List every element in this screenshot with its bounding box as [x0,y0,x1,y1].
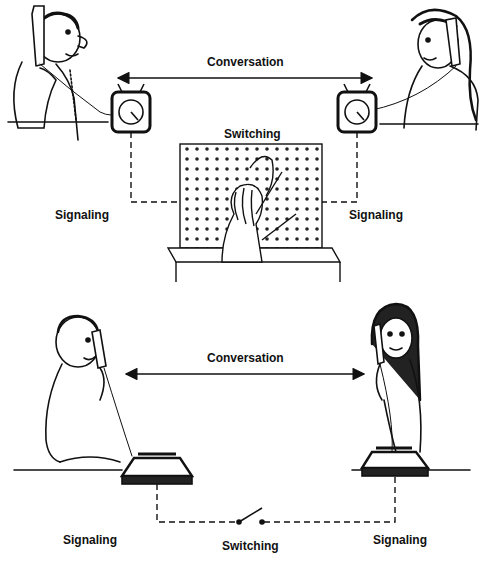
phone-cord [380,364,392,452]
handset [32,6,44,66]
conversation-arrow [126,373,364,375]
hair [372,304,420,400]
caller-figure [8,6,118,140]
text-label: Signaling [371,533,429,547]
text-label: Switching [222,127,283,141]
handset [92,330,106,368]
bells [344,84,370,92]
switchboard [168,144,340,282]
switch-contact [259,519,265,525]
caller-figure [14,316,132,470]
hair [412,10,476,120]
text-label: Conversation [205,351,286,365]
phone-case [338,92,376,132]
bells [118,84,144,92]
hair [40,13,78,28]
cradle [376,447,412,450]
mouth [84,356,96,360]
phone-foot [362,468,428,476]
desk-telephone [122,454,192,484]
arm [100,368,104,400]
eye [86,338,90,342]
eye [388,332,392,336]
phone-cord [40,64,118,115]
mouth [390,348,402,350]
arm [450,66,478,130]
signaling-line [157,484,236,522]
text-label: Signaling [53,208,111,222]
mouth [424,58,436,60]
rotary-dial [119,100,143,124]
table-edge [8,121,108,123]
nose [78,36,87,48]
dial-finger [131,112,138,120]
rotary-dial [345,100,369,124]
operator-arm [262,214,296,240]
table-edge [14,469,122,471]
callee-figure [352,304,470,470]
body-line [384,400,396,452]
phone-cord [104,368,132,456]
operator-hair [234,188,254,226]
signaling-line [131,132,180,202]
body-line [410,360,421,452]
phone-base [362,452,428,468]
tie [70,70,76,120]
text-label: Signaling [61,533,119,547]
dial-finger [357,112,364,120]
operator-arm [256,172,282,214]
desk-telephone [362,448,428,476]
phone-case [112,92,150,132]
signaling-line [322,132,357,202]
eye [400,332,404,336]
hand [60,457,120,462]
eye [426,38,430,42]
text-label: Switching [220,539,281,553]
phone-base [122,458,192,476]
desk-legs [176,262,340,282]
hair [58,316,98,332]
wall-telephone [338,84,376,132]
phone-foot [122,476,192,484]
conversation-arrow [118,77,372,79]
wall-telephone [112,84,150,132]
body-line [404,66,422,128]
text-label: Signaling [347,208,405,222]
shirt-line [56,64,78,140]
eye [66,30,70,34]
operator [222,184,262,262]
body [46,364,62,462]
signaling-line [264,476,395,522]
cradle [138,453,176,456]
mouth [66,54,78,56]
switch-lever [239,508,262,522]
handset [446,18,460,66]
phone-cord [372,66,456,110]
handset [374,324,384,364]
table-edge [380,123,478,125]
callee-figure [372,10,478,130]
text-label: Conversation [205,55,286,69]
face [380,318,412,358]
